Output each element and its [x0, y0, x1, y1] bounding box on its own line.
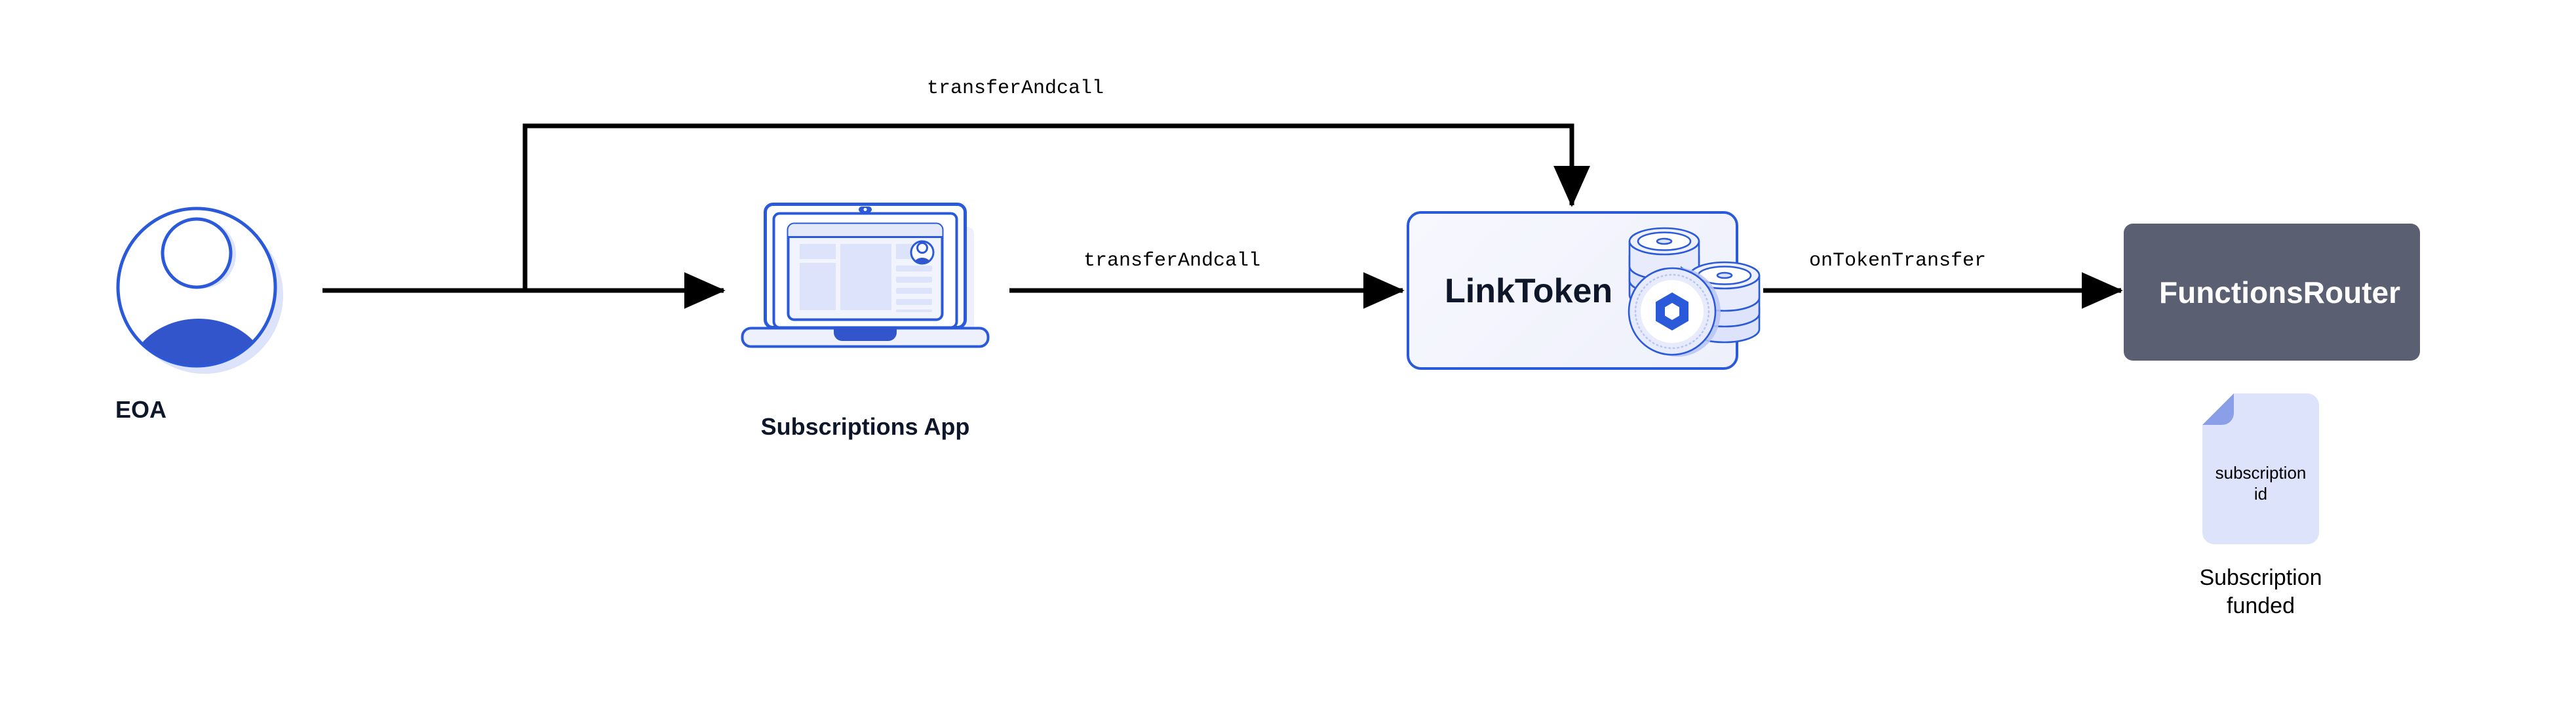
laptop-icon	[741, 203, 990, 348]
subscription-funded-caption: Subscription funded	[2199, 565, 2322, 618]
functionsrouter-node[interactable]: FunctionsRouter	[2124, 224, 2420, 361]
eoa-label: EOA	[115, 396, 166, 423]
edge-label-transfer-and-call-mid: transferAndcall	[1083, 250, 1261, 272]
edge-label-on-token-transfer: onTokenTransfer	[1809, 250, 1987, 272]
linktoken-label: LinkToken	[1445, 272, 1613, 310]
functionsrouter-label: FunctionsRouter	[2159, 275, 2400, 309]
edge-eoa-to-linktoken	[522, 123, 1590, 290]
coin-stack-icon	[1628, 227, 1761, 357]
subscription-id-text: subscription id	[2215, 463, 2307, 504]
subscriptions-app-label: Subscriptions App	[760, 413, 970, 440]
document-icon	[2202, 393, 2319, 544]
eoa-avatar-icon	[116, 207, 283, 374]
edge-label-transfer-and-call-top: transferAndcall	[927, 77, 1104, 100]
